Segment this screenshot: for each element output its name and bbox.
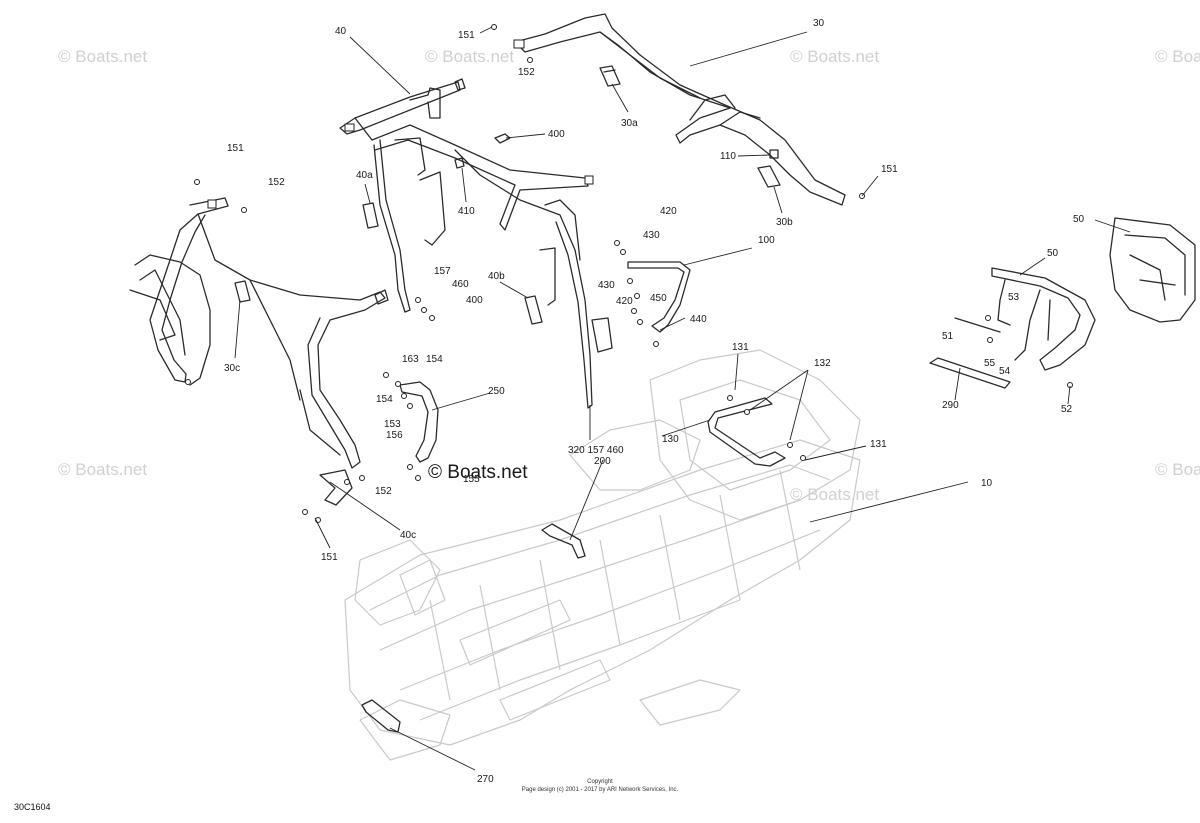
part-51-rod <box>954 317 1001 333</box>
callout-label: 420 <box>616 296 633 307</box>
callout-label: 290 <box>942 400 959 411</box>
copyright-line-2: Page design (c) 2001 - 2017 by ARI Netwo… <box>522 787 679 793</box>
part-40b-bracket <box>524 295 543 325</box>
callout-label: 30b <box>776 217 793 228</box>
callout-label: 200 <box>594 456 611 467</box>
part-40-cage-top <box>339 78 613 409</box>
callout-label: 400 <box>466 295 483 306</box>
part-40c-bracket <box>319 469 353 506</box>
part-250-bar <box>399 381 439 463</box>
callout-label: 30 <box>813 18 825 29</box>
callout-label: 30c <box>224 363 240 374</box>
callout-label: 52 <box>1061 404 1073 415</box>
callout-label: 155 <box>463 474 480 485</box>
callout-label: 54 <box>999 366 1011 377</box>
callout-label: 154 <box>376 394 393 405</box>
callout-label: 151 <box>321 552 338 563</box>
callout-label: 152 <box>268 177 285 188</box>
watermark: © Boats.net <box>425 47 514 66</box>
part-400-bolt-top <box>494 133 511 144</box>
callout-label: 151 <box>458 30 475 41</box>
part-30c-bracket <box>234 280 251 303</box>
callout-label: 53 <box>1008 292 1020 303</box>
part-40c-side-cage <box>129 197 389 469</box>
callout-label: 40c <box>400 530 416 541</box>
callout-label: 152 <box>518 67 535 78</box>
callout-label: 50 <box>1073 214 1085 225</box>
part-30b-bracket <box>757 165 781 188</box>
callout-label: 460 <box>452 279 469 290</box>
callout-label: 250 <box>488 386 505 397</box>
watermarks: © Boats.net © Boats.net © Boats.net © Bo… <box>58 47 1200 504</box>
part-410-bolt <box>454 157 465 169</box>
callout-label: 131 <box>870 439 887 450</box>
callout-label: 50 <box>1047 248 1059 259</box>
callout-label: 131 <box>732 342 749 353</box>
callout-label: 420 <box>660 206 677 217</box>
callout-label: 320 157 460 <box>568 445 624 456</box>
watermark: © Boats.net <box>58 47 147 66</box>
callout-label: 270 <box>477 774 494 785</box>
callout-label: 153 <box>384 419 401 430</box>
callout-label: 40 <box>335 26 347 37</box>
callout-label: 51 <box>942 331 954 342</box>
callout-label: 10 <box>981 478 993 489</box>
callout-label: 130 <box>662 434 679 445</box>
part-40a-bracket <box>362 202 379 229</box>
callout-label: 100 <box>758 235 775 246</box>
part-30a-bracket <box>599 65 621 87</box>
callout-label: 152 <box>375 486 392 497</box>
diagram-code: 30C1604 <box>14 802 51 812</box>
part-50-cage-rear <box>1109 217 1196 323</box>
callout-label: 40a <box>356 170 373 181</box>
part-130-bar <box>707 397 786 467</box>
hardware-bolts <box>185 24 1073 523</box>
copyright-line-1: Copyright <box>587 779 613 785</box>
callout-label: 430 <box>598 280 615 291</box>
callout-label: 55 <box>984 358 996 369</box>
watermark: © Boats.net <box>58 460 147 479</box>
callout-label: 132 <box>814 358 831 369</box>
watermark: © Boats.net <box>1155 460 1200 479</box>
callout-label: 151 <box>227 143 244 154</box>
callout-label: 40b <box>488 271 505 282</box>
callout-label: 156 <box>386 430 403 441</box>
callout-labels: 30 40 151 152 30a 400 410 40a 151 152 11… <box>224 18 1085 785</box>
callout-label: 154 <box>426 354 443 365</box>
part-200-bracket <box>541 523 586 559</box>
callout-label: 440 <box>690 314 707 325</box>
callout-label: 410 <box>458 206 475 217</box>
callout-label: 400 <box>548 129 565 140</box>
watermark: © Boats.net <box>790 485 879 504</box>
callout-label: 430 <box>643 230 660 241</box>
part-50-cage-front <box>991 267 1096 371</box>
watermark: © Boats.net <box>1155 47 1200 66</box>
watermark: © Boats.net <box>790 47 879 66</box>
callout-label: 157 <box>434 266 451 277</box>
callout-label: 450 <box>650 293 667 304</box>
part-100-bar <box>627 261 691 333</box>
watermark-main: © Boats.net <box>428 462 528 483</box>
callout-label: 30a <box>621 118 638 129</box>
frame-ghost <box>344 349 861 761</box>
callout-label: 163 <box>402 354 419 365</box>
part-30-top-bar <box>513 13 846 206</box>
leader-lines <box>234 26 1131 771</box>
callout-label: 151 <box>881 164 898 175</box>
callout-label: 110 <box>720 151 736 162</box>
part-290-plate <box>929 357 1011 389</box>
